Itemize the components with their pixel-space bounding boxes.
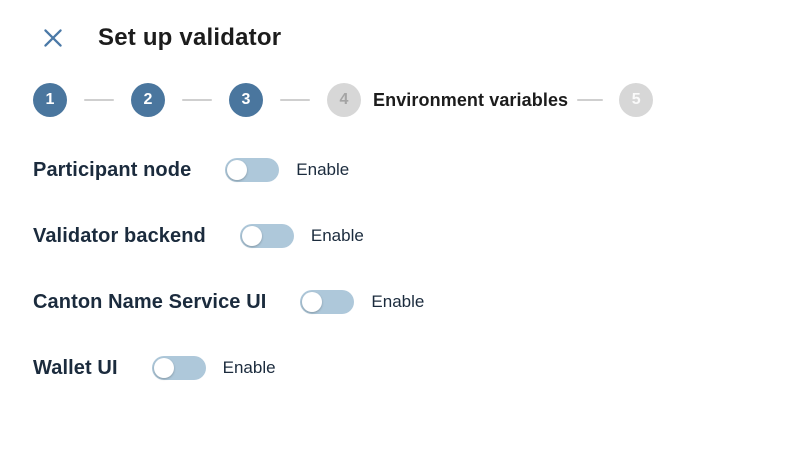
page-title: Set up validator	[98, 24, 282, 51]
step-4-indicator: 4	[327, 83, 361, 117]
wallet-ui-toggle[interactable]	[151, 356, 206, 380]
canton-name-service-ui-label: Canton Name Service UI	[33, 290, 267, 313]
validator-backend-row: Validator backend Enable	[33, 223, 810, 249]
step-2-indicator: 2	[131, 83, 165, 117]
step-connector	[84, 99, 114, 101]
wallet-ui-enable-label[interactable]: Enable	[222, 358, 276, 377]
environment-variables-form: Participant node Enable Validator backen…	[33, 157, 810, 381]
setup-stepper: 1 2 3 4 Environment variables 5	[33, 83, 810, 117]
toggle-knob	[302, 292, 323, 312]
dialog-header: Set up validator	[33, 24, 810, 52]
toggle-knob	[153, 358, 174, 378]
setup-validator-dialog: Set up validator 1 2 3 4 Environment var…	[33, 24, 810, 381]
validator-backend-enable-label[interactable]: Enable	[310, 226, 364, 245]
step-1-indicator: 1	[33, 83, 67, 117]
participant-node-enable-label[interactable]: Enable	[296, 160, 350, 179]
wallet-ui-label: Wallet UI	[33, 356, 118, 379]
toggle-knob	[241, 226, 262, 246]
active-step-label: Environment variables	[373, 89, 569, 110]
canton-name-service-ui-toggle[interactable]	[300, 290, 355, 314]
participant-node-row: Participant node Enable	[33, 157, 810, 183]
canton-name-service-ui-row: Canton Name Service UI Enable	[33, 289, 810, 315]
validator-backend-label: Validator backend	[33, 224, 206, 247]
step-3-indicator: 3	[229, 83, 263, 117]
step-connector	[182, 99, 212, 101]
step-connector	[280, 99, 310, 101]
participant-node-toggle[interactable]	[225, 158, 280, 182]
canton-name-service-ui-enable-label[interactable]: Enable	[371, 292, 425, 311]
step-connector	[577, 99, 604, 101]
toggle-knob	[227, 160, 248, 180]
participant-node-label: Participant node	[33, 158, 192, 181]
step-5-indicator: 5	[619, 83, 654, 117]
close-button[interactable]	[40, 25, 66, 51]
close-icon	[44, 29, 62, 47]
validator-backend-toggle[interactable]	[239, 224, 294, 248]
wallet-ui-row: Wallet UI Enable	[33, 355, 810, 381]
